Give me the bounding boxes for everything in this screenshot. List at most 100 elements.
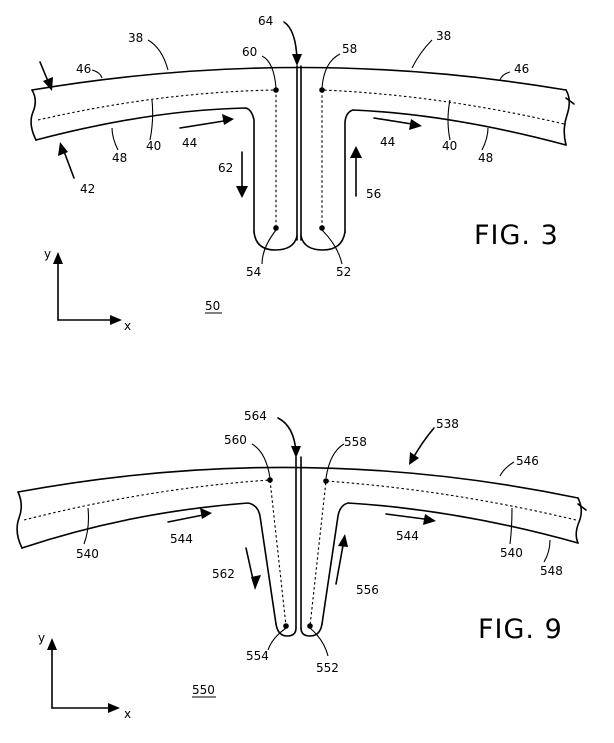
fig3-label-60: 60 <box>242 45 257 59</box>
fig3-leader-46b <box>499 71 511 81</box>
fig3-point-60 <box>273 87 279 93</box>
fig9-label-540-right: 540 <box>500 546 523 560</box>
fig9-label-540-left: 540 <box>76 547 99 561</box>
fig9-top-surface <box>17 466 579 499</box>
fig3-point-54 <box>273 225 279 231</box>
fig9-leader-554 <box>267 627 287 651</box>
fig3-leader-40b <box>447 99 451 141</box>
fig9-point-552 <box>307 623 313 629</box>
fig9-label-538: 538 <box>436 417 459 431</box>
fig9-point-560 <box>267 477 273 483</box>
fig3-leader-38b <box>411 39 433 69</box>
fig-9: 564 538 560 558 546 540 540 544 544 548 … <box>16 409 587 721</box>
fig3-arrow-42 <box>58 142 75 179</box>
fig9-right-end-tick <box>577 503 587 511</box>
fig3-leader-40a <box>149 99 154 141</box>
fig3-leader-60 <box>261 55 277 89</box>
fig3-left-dashed-core <box>37 89 277 228</box>
fig9-arrow-544-right <box>385 513 436 525</box>
fig9-label-562: 562 <box>212 567 235 581</box>
fig3-left-break-line <box>30 89 37 141</box>
fig3-right-end-tick <box>565 97 575 105</box>
fig3-left-stem-lobe <box>253 231 298 251</box>
fig3-label-52: 52 <box>336 265 351 279</box>
fig3-label-40-left: 40 <box>146 139 161 153</box>
fig9-leader-560 <box>251 443 271 479</box>
fig3-label-44-right: 44 <box>380 135 395 149</box>
fig3-leader-48a <box>111 127 119 151</box>
fig3-leader-38a <box>147 39 169 71</box>
fig3-label-64: 64 <box>258 14 273 28</box>
fig3-top-surface <box>31 66 567 91</box>
fig9-arrow-538 <box>409 427 435 465</box>
fig9-leader-548 <box>543 539 551 563</box>
fig3-arrow-64 <box>283 21 302 66</box>
fig9-label-544-right: 544 <box>396 529 419 543</box>
fig9-label-546: 546 <box>516 454 539 468</box>
fig9-label-544-left: 544 <box>170 532 193 546</box>
fig9-axis-x-label: x <box>124 707 131 721</box>
fig9-label-554: 554 <box>246 649 269 663</box>
fig3-arrow-44-right <box>373 117 422 130</box>
fig9-leader-552 <box>309 627 329 657</box>
fig9-title: FIG. 9 <box>478 614 563 645</box>
fig3-right-dashed-core <box>321 89 565 228</box>
fig9-leader-558 <box>325 443 345 479</box>
fig9-label-564: 564 <box>244 409 267 423</box>
fig9-leader-540b <box>509 507 513 545</box>
fig3-axes: y x <box>44 247 131 333</box>
fig9-arrow-564 <box>277 417 301 458</box>
fig3-label-48-right: 48 <box>478 151 493 165</box>
fig3-right-lower-surface <box>344 109 567 233</box>
fig3-leader-48b <box>481 127 489 151</box>
fig9-label-556: 556 <box>356 583 379 597</box>
fig3-arrow-top-left <box>39 61 53 91</box>
fig9-right-stem-lobe <box>300 623 323 637</box>
fig3-reference-frame-label: 50 <box>205 299 220 313</box>
fig9-arrow-544-left <box>167 508 212 523</box>
fig3-label-42: 42 <box>80 182 95 196</box>
fig3-leader-58 <box>321 53 341 89</box>
fig9-point-554 <box>283 623 289 629</box>
fig3-left-lower-surface <box>35 107 255 233</box>
fig3-label-38-right: 38 <box>436 29 451 43</box>
fig9-label-552: 552 <box>316 661 339 675</box>
fig9-right-lower-surface <box>321 502 579 625</box>
fig3-axis-y-label: y <box>44 247 51 261</box>
fig3-leader-54 <box>261 229 277 265</box>
fig-3: 64 38 38 60 58 46 46 40 40 48 48 44 44 4… <box>30 14 575 333</box>
fig9-arrow-562 <box>245 547 261 590</box>
fig9-label-560: 560 <box>224 433 247 447</box>
fig9-left-dashed-core <box>23 479 287 627</box>
fig9-axis-y-label: y <box>38 631 45 645</box>
fig9-label-548: 548 <box>540 564 563 578</box>
fig9-leader-540a <box>83 507 90 545</box>
fig9-arrow-556 <box>335 534 348 585</box>
fig3-label-46-left: 46 <box>76 62 91 76</box>
fig9-reference-frame-label: 550 <box>192 683 215 697</box>
fig3-label-62: 62 <box>218 161 233 175</box>
fig3-label-38-left: 38 <box>128 31 143 45</box>
fig9-leader-546 <box>499 461 515 477</box>
fig9-left-lower-surface <box>21 502 277 625</box>
fig9-left-stem-lobe <box>275 623 297 637</box>
fig9-label-558: 558 <box>344 435 367 449</box>
fig3-label-44-left: 44 <box>182 136 197 150</box>
fig3-title: FIG. 3 <box>474 220 559 251</box>
fig3-arrow-62 <box>236 151 248 198</box>
fig3-right-stem-lobe <box>300 231 346 251</box>
fig3-label-48-left: 48 <box>112 151 127 165</box>
fig3-arrow-44-left <box>179 114 234 129</box>
fig3-leader-52 <box>321 229 343 265</box>
fig3-label-54: 54 <box>246 265 261 279</box>
fig9-right-dashed-core <box>309 480 577 627</box>
fig3-label-56: 56 <box>366 187 381 201</box>
fig9-point-558 <box>323 478 329 484</box>
fig3-arrow-56 <box>350 146 362 197</box>
fig3-point-58 <box>319 87 325 93</box>
fig9-axes: y x <box>38 631 131 721</box>
fig3-leader-46a <box>91 69 103 79</box>
fig3-label-46-right: 46 <box>514 62 529 76</box>
